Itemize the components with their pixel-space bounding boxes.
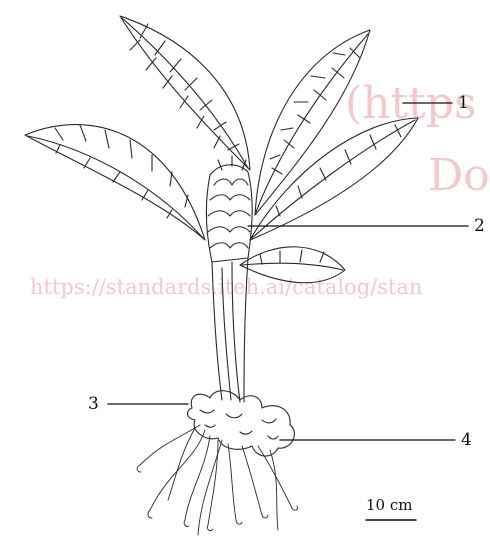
callout-number-3: 3 — [88, 394, 99, 414]
leaf-left — [25, 125, 205, 240]
callout-number-4: 4 — [461, 430, 472, 450]
callout-lines — [108, 103, 468, 440]
pseudostem — [212, 258, 248, 402]
callout-number-2: 2 — [474, 216, 485, 236]
leaf-right-small — [240, 247, 345, 283]
flower-spike — [206, 156, 252, 262]
leaf-top — [120, 16, 250, 170]
callout-number-1: 1 — [458, 93, 469, 113]
rhizome — [187, 391, 294, 456]
roots — [137, 425, 297, 535]
scale-bar-label: 10 cm — [366, 496, 412, 514]
leaf-right-lower — [250, 118, 418, 240]
